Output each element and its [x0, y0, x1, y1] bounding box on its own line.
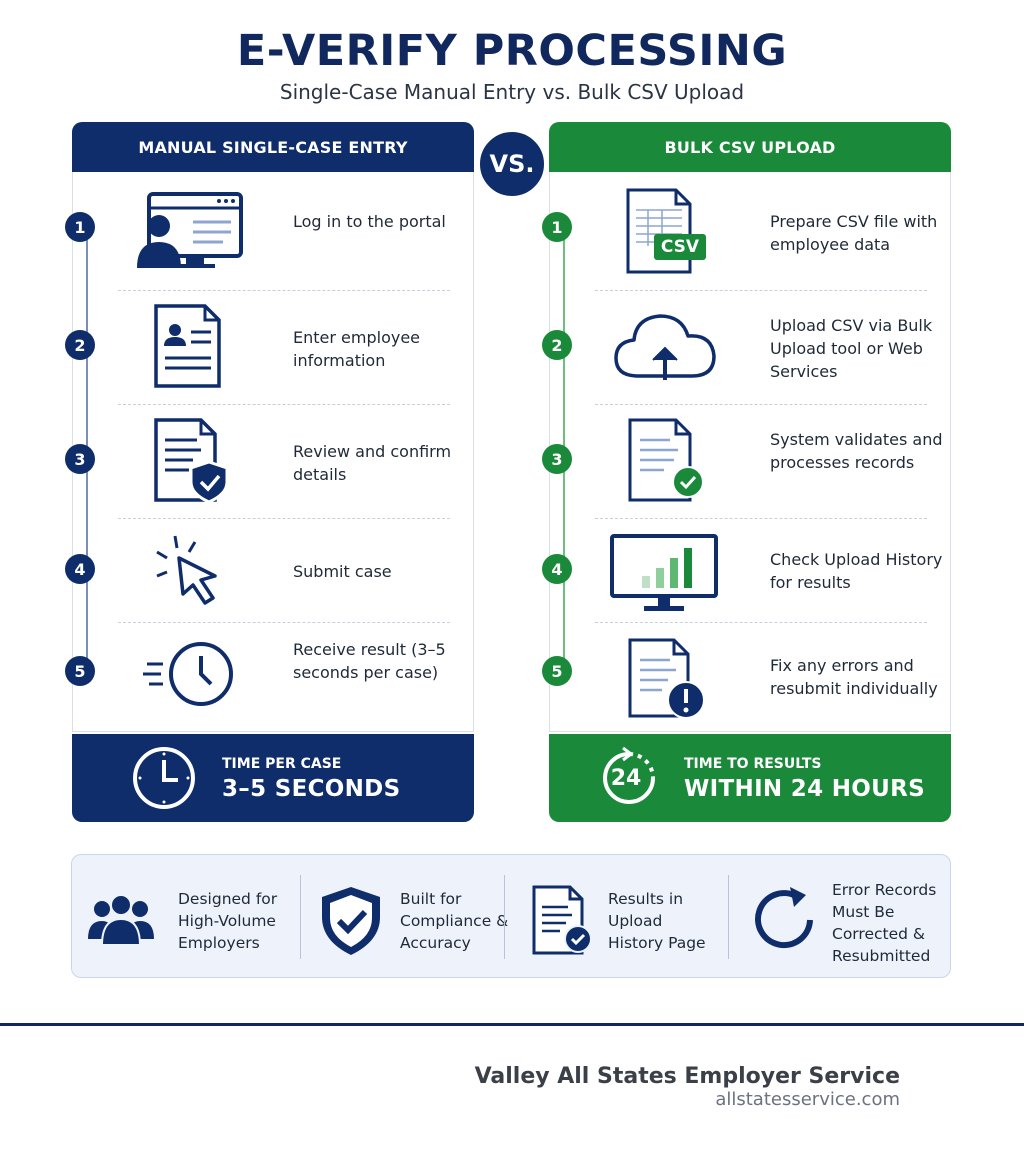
step-text: Enter employee information	[293, 328, 421, 370]
time-per-case-banner: TIME PER CASE 3–5 SECONDS	[72, 734, 474, 822]
brand-name: Valley All States Employer Service	[474, 1064, 900, 1089]
step-text: Receive result (3–5 seconds per case)	[293, 640, 446, 682]
group-icon	[84, 883, 158, 957]
footer-value: 3–5 SECONDS	[222, 776, 401, 802]
id-document-icon	[131, 300, 251, 390]
vs-badge: VS.	[476, 128, 548, 200]
shield-check-icon	[314, 883, 388, 957]
step-text: Check Upload History for results	[770, 550, 943, 592]
document-check-icon	[608, 414, 728, 504]
step-text: Prepare CSV file with employee data	[770, 212, 938, 254]
feature-text: Built for Compliance & Accuracy	[400, 890, 509, 952]
step-divider	[118, 404, 450, 405]
step-number: 1	[65, 212, 95, 242]
cursor-click-icon	[131, 528, 251, 618]
page-title: E-VERIFY PROCESSING	[236, 26, 788, 76]
bulk-column-header: BULK CSV UPLOAD	[549, 122, 951, 172]
step-number: 4	[542, 554, 572, 584]
step-number: 2	[542, 330, 572, 360]
step-text: Review and confirm details	[293, 442, 452, 484]
step-number: 2	[65, 330, 95, 360]
csv-badge-label: CSV	[660, 237, 700, 257]
document-shield-check-icon	[131, 414, 251, 504]
fast-clock-icon	[131, 634, 251, 724]
step-divider	[595, 290, 927, 291]
feature-text: Results in Upload History Page	[608, 890, 706, 952]
step-number: 1	[542, 212, 572, 242]
bulk-upload-column: BULK CSV UPLOAD 1 CSV Prepa	[542, 122, 951, 822]
footer-label: TIME PER CASE	[222, 756, 342, 772]
feature-text: Designed for High-Volume Employers	[178, 890, 278, 952]
bulk-steps-panel: 1 CSV Prepare CSV file with employee dat…	[542, 172, 951, 732]
step-divider	[595, 518, 927, 519]
features-strip: Designed for High-Volume Employers Built…	[71, 854, 951, 978]
manual-steps-panel: 1 Log in to the portal 2	[65, 172, 474, 732]
24-hour-icon-text: 24	[610, 765, 642, 791]
step-text: Upload CSV via Bulk Upload tool or Web S…	[770, 316, 933, 381]
step-number: 3	[542, 444, 572, 474]
step-text: Fix any errors and resubmit individually	[770, 656, 938, 698]
step-number: 5	[542, 656, 572, 686]
step-text: Submit case	[293, 562, 392, 581]
step-divider	[118, 622, 450, 623]
manual-column-header: MANUAL SINGLE-CASE ENTRY	[72, 122, 474, 172]
step-divider	[118, 290, 450, 291]
feature-high-volume: Designed for High-Volume Employers	[82, 855, 297, 979]
feature-separator	[728, 875, 729, 959]
step-number: 5	[65, 656, 95, 686]
document-check-icon	[526, 883, 600, 957]
monitor-chart-icon	[608, 528, 728, 618]
step-text: System validates and processes records	[770, 430, 943, 472]
feature-error-records: Error Records Must Be Corrected & Resubm…	[748, 855, 948, 979]
feature-separator	[300, 875, 301, 959]
24-hour-icon: 24	[595, 744, 663, 812]
footer-rule	[0, 1023, 1024, 1026]
step-divider	[595, 622, 927, 623]
feature-upload-history: Results in Upload History Page	[524, 855, 724, 979]
manual-entry-column: MANUAL SINGLE-CASE ENTRY 1 Log i	[65, 122, 474, 822]
cloud-upload-icon	[608, 300, 728, 390]
feature-separator	[504, 875, 505, 959]
step-number: 4	[65, 554, 95, 584]
step-divider	[118, 518, 450, 519]
computer-user-icon	[131, 184, 251, 274]
footer-label: TIME TO RESULTS	[684, 756, 822, 772]
csv-file-icon: CSV	[608, 184, 728, 274]
clock-icon	[130, 744, 198, 812]
footer-value: WITHIN 24 HOURS	[684, 776, 925, 802]
step-number: 3	[65, 444, 95, 474]
feature-text: Error Records Must Be Corrected & Resubm…	[832, 881, 937, 965]
feature-compliance: Built for Compliance & Accuracy	[312, 855, 512, 979]
time-to-results-banner: 24 TIME TO RESULTS WITHIN 24 HOURS	[549, 734, 951, 822]
page-subtitle: Single-Case Manual Entry vs. Bulk CSV Up…	[279, 80, 745, 104]
refresh-icon	[750, 883, 824, 957]
step-divider	[595, 404, 927, 405]
step-text: Log in to the portal	[293, 212, 446, 231]
brand-website[interactable]: allstatesservice.com	[715, 1089, 900, 1110]
document-alert-icon	[608, 634, 728, 724]
